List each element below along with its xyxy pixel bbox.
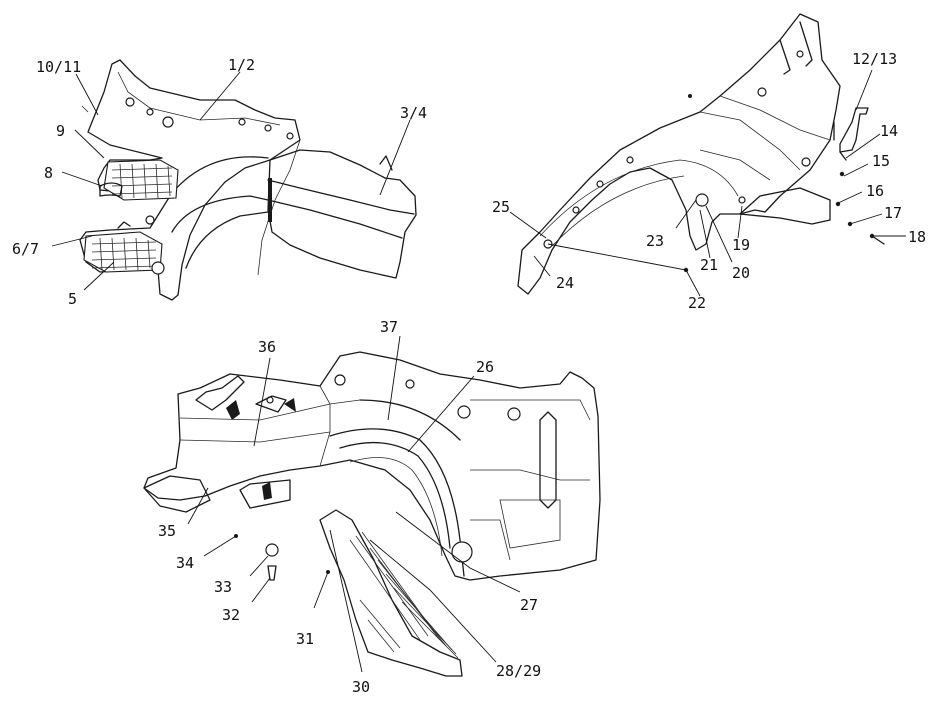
callout-12-13: 12/13	[852, 50, 897, 68]
callout-22: 22	[688, 294, 706, 312]
mud-flap	[319, 509, 463, 677]
callout-6-7: 6/7	[12, 240, 39, 258]
mount-hole	[264, 124, 272, 132]
callout-labels: 10/11 1/2 3/4 9 8 6/7 5 12/13 14 15 16 1…	[12, 50, 926, 696]
mount-hole	[145, 215, 155, 225]
callout-27: 27	[520, 596, 538, 614]
mount-hole	[146, 108, 154, 116]
callout-37: 37	[380, 318, 398, 336]
callout-33: 33	[214, 578, 232, 596]
lower-tread-pattern	[91, 237, 157, 271]
callout-14: 14	[880, 122, 898, 140]
inner-wheelhouse-panel	[143, 351, 601, 581]
nut-fastener	[265, 543, 279, 557]
callout-17: 17	[884, 204, 902, 222]
callout-5: 5	[68, 290, 77, 308]
step-bracket	[99, 182, 123, 197]
callout-35: 35	[158, 522, 176, 540]
wheel-arch-liner-assembly	[509, 13, 906, 297]
mount-hole	[162, 116, 174, 128]
callout-24: 24	[556, 274, 574, 292]
mount-hole	[286, 132, 294, 140]
callout-32: 32	[222, 606, 240, 624]
fender-step-assembly	[51, 59, 417, 301]
callout-15: 15	[872, 152, 890, 170]
callout-23: 23	[646, 232, 664, 250]
callout-28-29: 28/29	[496, 662, 541, 680]
mount-hole	[125, 97, 135, 107]
callout-19: 19	[732, 236, 750, 254]
callout-25: 25	[492, 198, 510, 216]
mount-hole	[238, 118, 246, 126]
callout-1-2: 1/2	[228, 56, 255, 74]
callout-3-4: 3/4	[400, 104, 427, 122]
callout-10-11: 10/11	[36, 58, 81, 76]
callout-31: 31	[296, 630, 314, 648]
callout-9: 9	[56, 122, 65, 140]
wheel-arch-liner	[517, 13, 841, 295]
callout-18: 18	[908, 228, 926, 246]
callout-8: 8	[44, 164, 53, 182]
callout-21: 21	[700, 256, 718, 274]
callout-16: 16	[866, 182, 884, 200]
callout-30: 30	[352, 678, 370, 696]
inner-wheelhouse-assembly	[143, 335, 601, 677]
callout-20: 20	[732, 264, 750, 282]
rear-fender-panel	[267, 149, 417, 279]
callout-26: 26	[476, 358, 494, 376]
mounting-bracket	[839, 107, 869, 153]
callout-34: 34	[176, 554, 194, 572]
mud-flap-ribs	[349, 531, 459, 659]
callout-36: 36	[258, 338, 276, 356]
upper-tread-pattern	[111, 163, 173, 199]
